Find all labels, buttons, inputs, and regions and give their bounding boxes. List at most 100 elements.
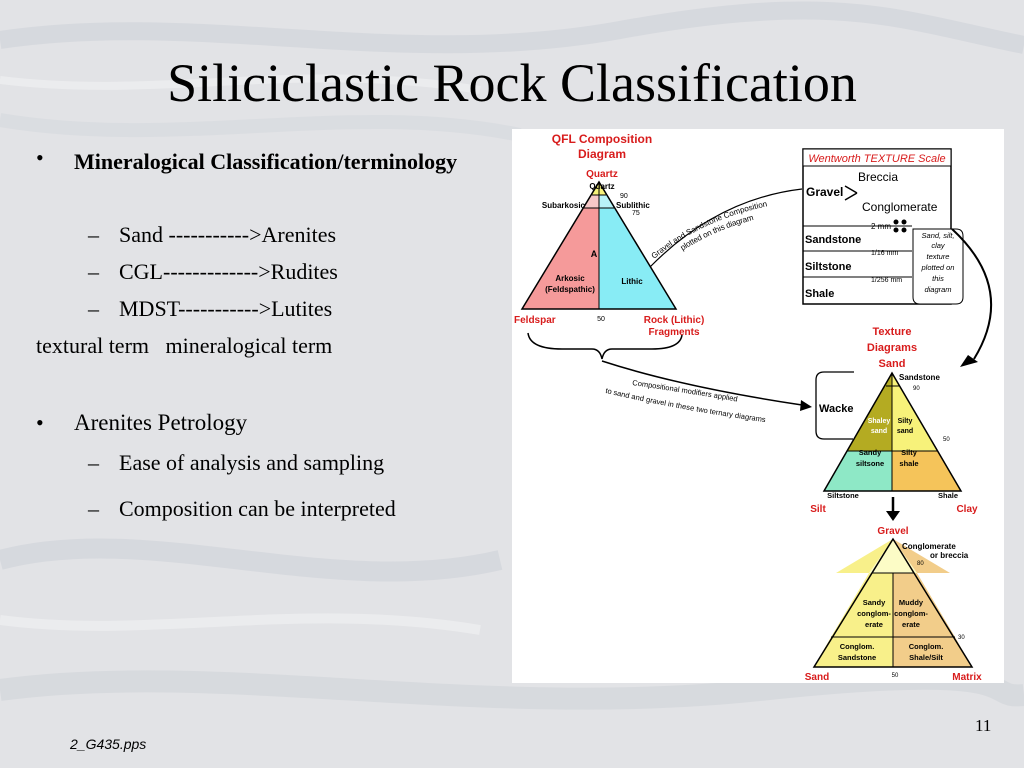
sand-region-siltsone	[824, 451, 892, 491]
qfl-apex-quartz: Quartz	[586, 169, 618, 180]
sand-label-shaley-2: sand	[871, 428, 887, 435]
texture-title-line1: Texture	[873, 326, 912, 338]
wentworth-conglomerate: Conglomerate	[862, 200, 938, 214]
qfl-title-line2: Diagram	[578, 147, 626, 161]
rounded-clasts-icon	[893, 219, 907, 233]
sand-apex-silt: Silt	[810, 504, 826, 515]
wentworth-gravel: Gravel	[806, 185, 843, 199]
texture-note-line: Sand, silt,	[922, 231, 955, 240]
qfl-label-subarkosic: Subarkosic	[542, 201, 586, 210]
gravel-label-conglom-sandstone: Conglom.	[840, 642, 875, 651]
page-number: 11	[975, 716, 992, 735]
qfl-to-texture-arrow	[601, 360, 803, 406]
arrowhead-icon	[800, 400, 812, 411]
qfl-apex-feldspar: Feldspar	[514, 315, 556, 326]
sand-label-silty-shale: Silty	[901, 448, 918, 457]
sub-item-text: MDST----------->Lutites	[119, 296, 333, 321]
sand-region-shale	[892, 451, 961, 491]
sub-dash: –	[88, 259, 99, 284]
sub-dash: –	[88, 450, 99, 475]
wentworth-siltstone: Siltstone	[805, 261, 851, 273]
sand-label-shaley: Shaley	[868, 418, 891, 425]
classification-figure: QFL Composition Diagram Quartz Quartz 90…	[512, 129, 1004, 683]
sub-item-text: CGL------------->Rudites	[119, 259, 338, 284]
sub-dash: –	[88, 496, 99, 521]
wentworth-header	[802, 148, 952, 167]
gravel-label-muddy-2: conglom-	[894, 609, 928, 618]
texture-note: Sand, silt, clay texture plotted on this…	[921, 231, 955, 294]
gravel-region-conglom-sandstone	[814, 637, 893, 667]
gravel-region-conglomerate	[869, 539, 917, 573]
arrowhead-icon	[960, 355, 978, 367]
sand-label-silty: Silty	[898, 418, 913, 425]
gravel-label-conglom-shale: Conglom.	[909, 642, 944, 651]
texture-note-box	[912, 228, 964, 305]
qfl-title-line1: QFL Composition	[552, 132, 652, 146]
gravel-region-conglom-shale	[893, 637, 972, 667]
sand-label-sandy: Sandy	[859, 448, 882, 457]
gravel-tick-80: 80	[917, 561, 924, 567]
sand-label-shale: Shale	[938, 491, 958, 500]
term-note: textural term mineralogical term	[36, 333, 333, 358]
classification-diagram: QFL Composition Diagram Quartz Quartz 90…	[514, 132, 993, 683]
wentworth-1-16mm: 1/16 mm	[871, 250, 898, 257]
sand-label-siltsone: siltsone	[856, 459, 884, 468]
sand-label-siltstone: Siltstone	[827, 491, 859, 500]
sand-tick-90: 90	[913, 386, 920, 392]
qfl-label-quartz: Quartz	[589, 182, 614, 191]
qfl-tick-50: 50	[597, 316, 605, 323]
gravel-split-icon	[844, 185, 858, 201]
qfl-tick-90: 90	[620, 193, 628, 200]
bullet-heading-arenites: Arenites Petrology	[74, 410, 248, 435]
wentworth-breccia: Breccia	[858, 170, 898, 184]
gravel-label-sandy-3: erate	[865, 620, 883, 629]
bullet-marker: •	[36, 145, 44, 170]
wentworth-title: Wentworth TEXTURE Scale	[808, 153, 945, 165]
sub-item-text: Composition can be interpreted	[119, 496, 396, 521]
qfl-apex-fragments: Fragments	[648, 327, 700, 338]
bullet-marker: •	[36, 410, 44, 435]
gravel-label-conglomerate: Conglomerate	[902, 542, 956, 551]
qfl-label-lithic: Lithic	[621, 277, 643, 286]
wentworth-to-texture-arrow	[951, 228, 993, 360]
qfl-label-sublithic: Sublithic	[616, 201, 650, 210]
texture-note-line: clay	[931, 241, 946, 250]
qfl-tick-75: 75	[632, 210, 640, 217]
sand-label-silty-2: sand	[897, 428, 913, 435]
gravel-label-muddy-3: erate	[902, 620, 920, 629]
wentworth-1-256mm: 1/256 mm	[871, 277, 902, 284]
wentworth-shale: Shale	[805, 288, 834, 300]
qfl-wentworth-connector	[649, 188, 803, 268]
gravel-label-conglom-sandstone-2: Sandstone	[838, 653, 876, 662]
sub-dash: –	[88, 222, 99, 247]
footer-filename: 2_G435.pps	[70, 736, 147, 752]
gravel-label-conglom-shale-2: Shale/Silt	[909, 653, 943, 662]
sub-item-text: Sand ----------->Arenites	[119, 222, 337, 247]
gravel-label-sandy: Sandy	[863, 598, 886, 607]
qfl-brace	[527, 332, 683, 360]
gravel-tick-30: 30	[958, 635, 965, 641]
texture-title-line2: Diagrams	[867, 342, 917, 354]
gravel-label-sandy-2: conglom-	[857, 609, 891, 618]
sand-label-sandstone: Sandstone	[899, 373, 940, 382]
gravel-region-muddy	[893, 573, 955, 637]
gravel-label-muddy: Muddy	[899, 598, 924, 607]
sand-apex-clay: Clay	[956, 504, 978, 515]
wentworth-2mm: 2 mm	[871, 222, 891, 231]
gravel-tick-50: 50	[892, 673, 899, 679]
texture-note-line: plotted on	[921, 263, 955, 272]
sand-tick-50: 50	[943, 437, 950, 443]
qfl-label-a: A	[591, 249, 598, 259]
sand-label-silty-shale-2: shale	[899, 459, 918, 468]
gravel-label-breccia: or breccia	[930, 551, 969, 560]
gravel-apex-sand: Sand	[805, 672, 829, 683]
qfl-label-feldspathic: (Feldspathic)	[545, 285, 595, 294]
arrowhead-down-icon	[886, 511, 900, 521]
texture-note-line: diagram	[924, 285, 951, 294]
gravel-apex: Gravel	[877, 526, 908, 537]
wacke-bracket	[815, 371, 854, 440]
qfl-label-arkosic: Arkosic	[555, 274, 585, 283]
sand-apex: Sand	[879, 358, 906, 370]
wentworth-sandstone: Sandstone	[805, 234, 861, 246]
gravel-apex-matrix: Matrix	[952, 672, 982, 683]
